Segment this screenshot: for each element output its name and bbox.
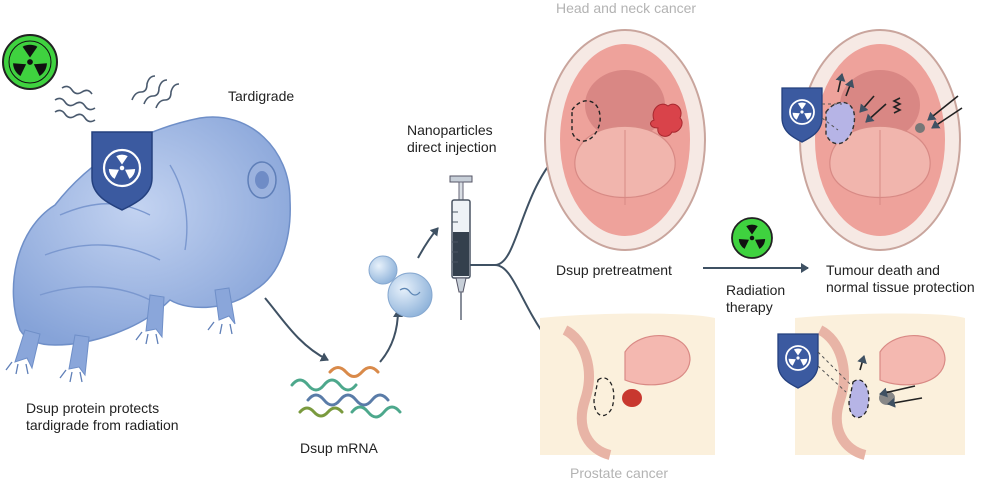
arrow-nanoparticles-to-syringe xyxy=(417,227,439,259)
radiation-symbol-icon xyxy=(2,34,58,90)
mrna-strands-illustration xyxy=(290,366,402,419)
pelvis-pretreatment-illustration xyxy=(540,313,715,460)
radiation-therapy-symbol-icon xyxy=(731,217,773,259)
shield-icon-prostate xyxy=(777,333,851,393)
pelvis-after-radiation-illustration xyxy=(795,313,965,460)
label-nanoparticles-line1: Nanoparticles xyxy=(407,122,493,138)
label-dsup-protects-line1: Dsup protein protects xyxy=(26,400,160,416)
shield-icon-head-neck xyxy=(781,87,842,143)
label-tardigrade: Tardigrade xyxy=(228,88,295,104)
arrow-mrna-to-nanoparticles xyxy=(379,309,403,363)
label-therapy-line2: therapy xyxy=(726,299,773,315)
tonsil-target-outline xyxy=(571,100,601,142)
mouth-pretreatment-illustration xyxy=(544,29,706,251)
label-normal-tissue-protection-line2: normal tissue protection xyxy=(826,279,975,295)
syringe-icon xyxy=(449,175,473,320)
tardigrade-illustration xyxy=(5,116,291,383)
label-tumour-death-line1: Tumour death and xyxy=(826,262,940,278)
arrow-tardigrade-to-mrna xyxy=(264,297,329,362)
nanoparticle-spheres xyxy=(368,255,433,318)
label-dsup-mrna: Dsup mRNA xyxy=(300,440,378,456)
label-head-neck-cancer: Head and neck cancer xyxy=(556,0,697,16)
label-direct-injection-line2: direct injection xyxy=(407,139,497,155)
label-dsup-protects-line2: tardigrade from radiation xyxy=(26,417,179,433)
shield-icon xyxy=(91,131,153,211)
mouth-after-radiation-illustration xyxy=(799,29,963,251)
label-radiation-line1: Radiation xyxy=(726,282,786,298)
radiation-wave-lines xyxy=(54,75,180,123)
label-dsup-pretreatment: Dsup pretreatment xyxy=(556,262,672,278)
label-prostate-cancer: Prostate cancer xyxy=(570,465,669,481)
